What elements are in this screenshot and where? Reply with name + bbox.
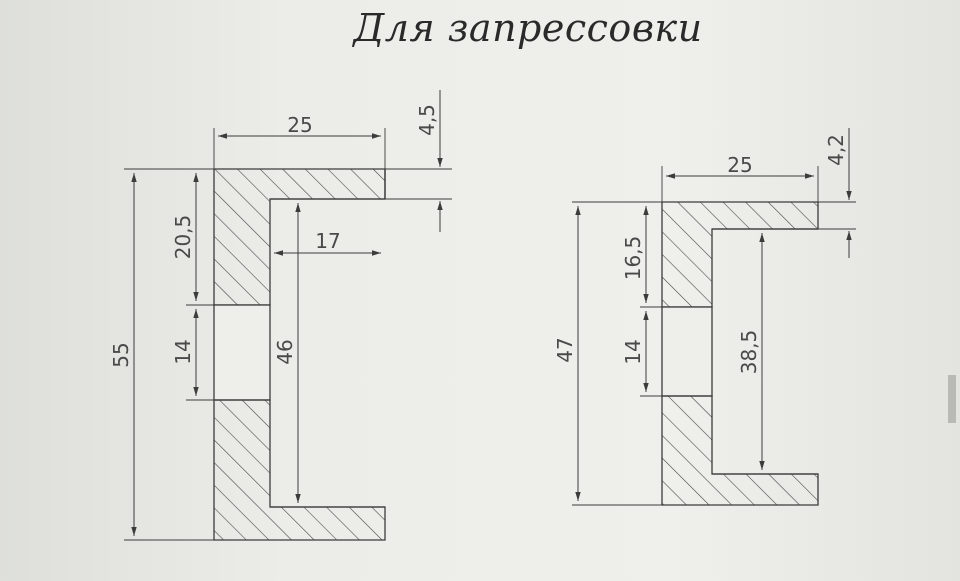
page-edge-shadow [948, 375, 956, 423]
right-slot [661, 306, 713, 397]
left-part [124, 90, 452, 541]
left-upper-section [213, 168, 386, 306]
left-total-height-label: 55 [109, 342, 133, 367]
left-inner-height-label: 46 [273, 339, 297, 364]
page-title: Для запрессовки [353, 6, 703, 50]
left-upper-flange-label: 20,5 [171, 215, 195, 260]
right-slot-label: 14 [621, 339, 645, 364]
left-slot [213, 304, 271, 401]
left-width-label: 25 [287, 113, 312, 137]
right-wall-top-label: 4,2 [824, 134, 848, 166]
right-part [572, 128, 856, 506]
right-upper-section [661, 201, 819, 308]
left-slot-label: 14 [171, 339, 195, 364]
left-inner-width-label: 17 [315, 229, 340, 253]
left-lower-section [213, 399, 386, 541]
right-width-label: 25 [727, 153, 752, 177]
right-inner-height-label: 38,5 [737, 330, 761, 375]
right-upper-flange-label: 16,5 [621, 236, 645, 281]
right-total-height-label: 47 [553, 337, 577, 362]
right-lower-section [661, 395, 819, 506]
left-wall-top-label: 4,5 [415, 104, 439, 136]
